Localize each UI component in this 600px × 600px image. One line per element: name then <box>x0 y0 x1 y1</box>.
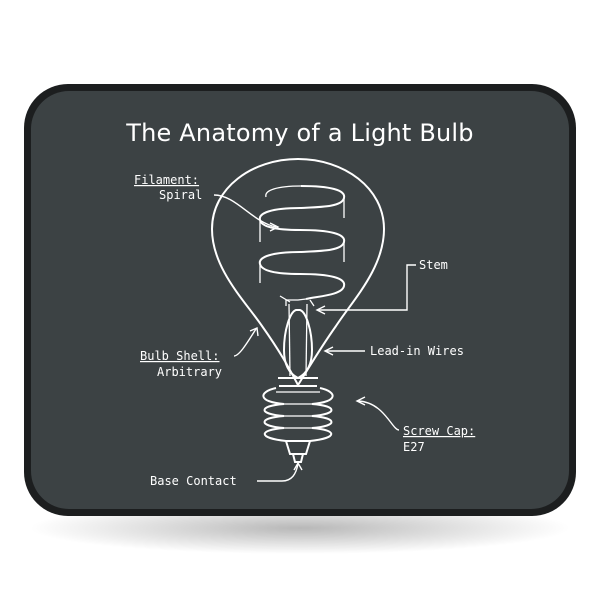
arrow-filament-icon <box>269 222 280 232</box>
leader-line-filament <box>213 194 277 228</box>
leader-line-base-contact <box>257 463 299 482</box>
diagram-title: The Anatomy of a Light Bulb <box>125 119 474 147</box>
label-bulb-shell-heading: Bulb Shell: <box>140 349 219 363</box>
lead-in-wire-left <box>288 303 291 377</box>
base-contact <box>291 453 305 463</box>
bulb-stem <box>282 309 314 380</box>
leader-line-bulb-shell <box>233 328 257 357</box>
label-filament-value: Spiral <box>159 188 202 202</box>
arrow-stem-icon <box>315 305 326 315</box>
arrow-bulb-shell-icon <box>249 326 259 337</box>
label-screw-cap-value: E27 <box>403 440 425 454</box>
label-screw-cap-heading: Screw Cap: <box>403 424 475 438</box>
label-lead-in-wires: Lead-in Wires <box>370 344 464 358</box>
arrow-screw-cap-icon <box>355 396 366 406</box>
label-filament-heading: Filament: <box>134 173 199 187</box>
light-bulb-drawing <box>210 157 386 463</box>
lead-in-wire-right <box>305 303 308 377</box>
label-bulb-shell-value: Arbitrary <box>157 365 222 379</box>
screw-cap <box>262 387 334 455</box>
leader-line-stem <box>318 264 416 311</box>
label-stem: Stem <box>419 258 448 272</box>
spiral-filament <box>258 185 346 307</box>
label-base-contact: Base Contact <box>150 474 237 488</box>
arrow-base-contact-icon <box>293 461 303 471</box>
bulb-glass-outline <box>210 157 386 387</box>
arrow-lead-in-wires-icon <box>323 346 334 356</box>
leader-line-screw-cap <box>357 400 400 431</box>
